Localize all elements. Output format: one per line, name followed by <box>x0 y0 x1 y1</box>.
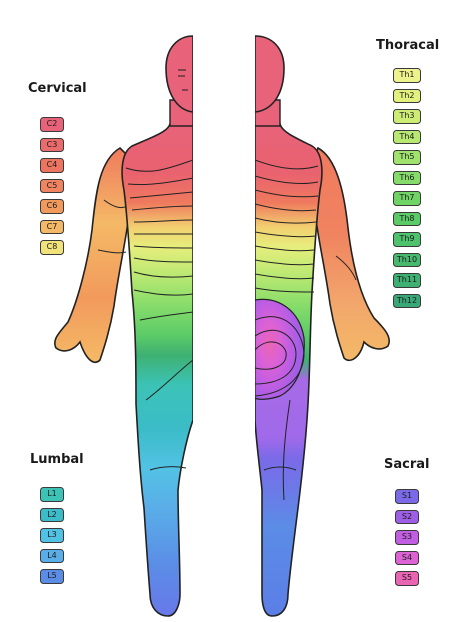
legend-chip-s5: S5 <box>395 571 419 586</box>
thoracal-legend: Th1Th2Th3Th4Th5Th6Th7Th8Th9Th10Th11Th12 <box>393 68 421 308</box>
legend-chip-c5: C5 <box>40 179 64 194</box>
legend-chip-s3: S3 <box>395 530 419 545</box>
legend-chip-l2: L2 <box>40 508 64 523</box>
lumbal-title: Lumbal <box>30 452 84 467</box>
legend-chip-l4: L4 <box>40 549 64 564</box>
sacral-title: Sacral <box>384 457 429 472</box>
legend-chip-c6: C6 <box>40 199 64 214</box>
front-arm <box>55 148 132 362</box>
cervical-legend: C2C3C4C5C6C7C8 <box>40 117 64 255</box>
back-body-half <box>255 36 389 616</box>
legend-chip-th6: Th6 <box>393 171 421 186</box>
legend-chip-th3: Th3 <box>393 109 421 124</box>
legend-chip-l1: L1 <box>40 487 64 502</box>
legend-chip-th10: Th10 <box>393 253 421 268</box>
legend-chip-l5: L5 <box>40 569 64 584</box>
legend-chip-c7: C7 <box>40 220 64 235</box>
legend-chip-th7: Th7 <box>393 191 421 206</box>
legend-chip-th9: Th9 <box>393 232 421 247</box>
legend-chip-c4: C4 <box>40 158 64 173</box>
legend-chip-th5: Th5 <box>393 150 421 165</box>
legend-chip-c8: C8 <box>40 240 64 255</box>
legend-chip-th11: Th11 <box>393 273 421 288</box>
legend-chip-th8: Th8 <box>393 212 421 227</box>
back-arm <box>312 148 389 360</box>
sacral-legend: S1S2S3S4S5 <box>395 489 419 586</box>
legend-chip-th1: Th1 <box>393 68 421 83</box>
legend-chip-th4: Th4 <box>393 130 421 145</box>
cervical-title: Cervical <box>28 81 87 96</box>
legend-chip-s2: S2 <box>395 510 419 525</box>
legend-chip-l3: L3 <box>40 528 64 543</box>
legend-chip-s4: S4 <box>395 551 419 566</box>
lumbal-legend: L1L2L3L4L5 <box>40 487 64 584</box>
thoracal-title: Thoracal <box>376 38 439 53</box>
legend-chip-c2: C2 <box>40 117 64 132</box>
legend-chip-s1: S1 <box>395 489 419 504</box>
legend-chip-th12: Th12 <box>393 294 421 309</box>
legend-chip-c3: C3 <box>40 138 64 153</box>
legend-chip-th2: Th2 <box>393 89 421 104</box>
front-body-half <box>55 36 193 616</box>
